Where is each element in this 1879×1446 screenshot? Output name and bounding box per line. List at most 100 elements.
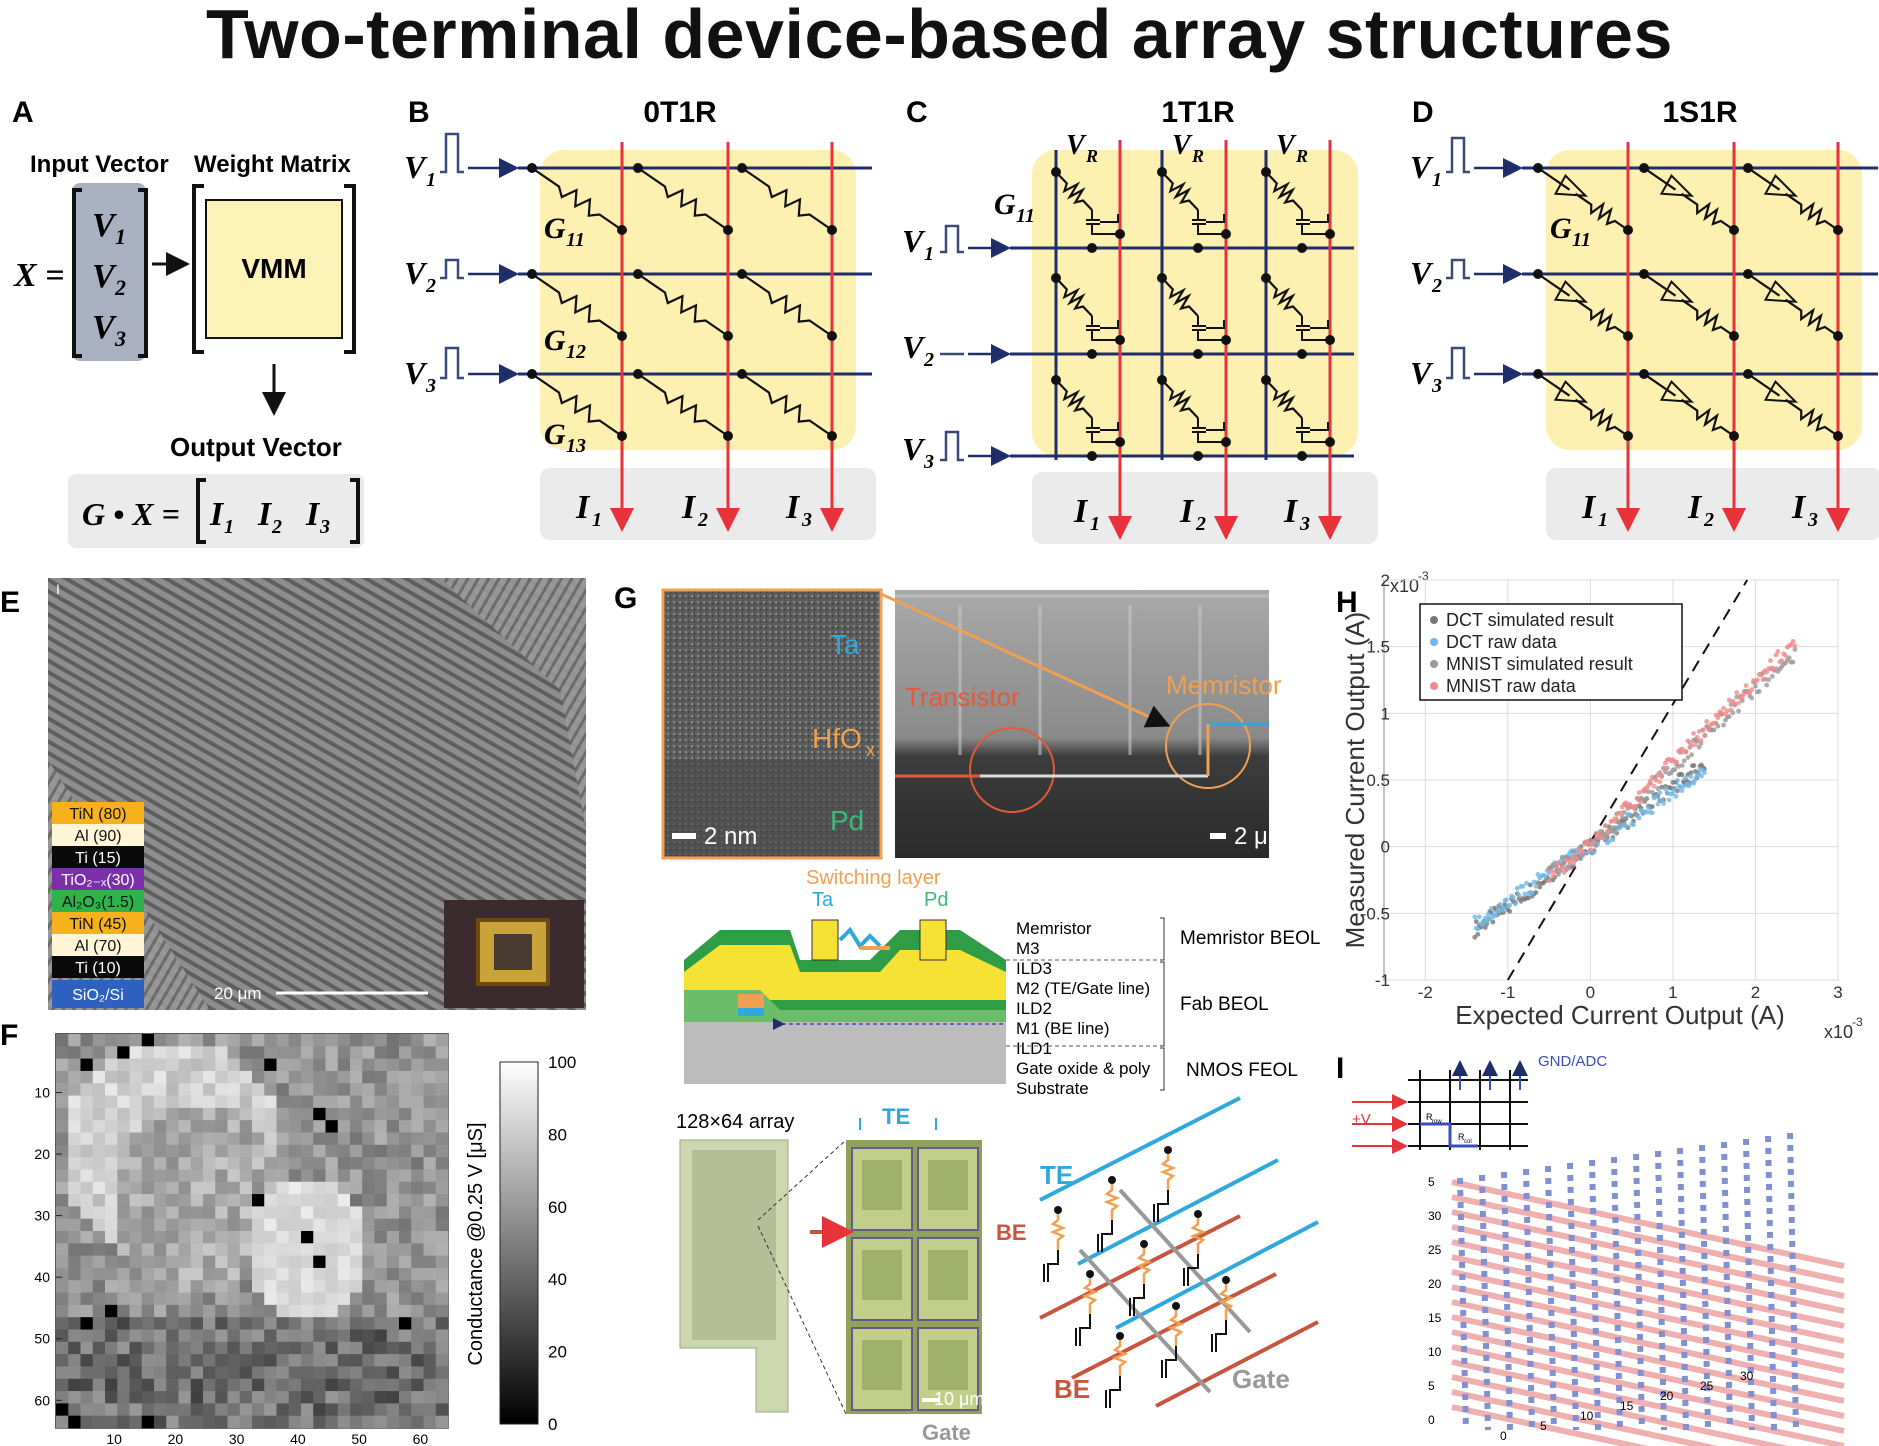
conductance-pixel [362, 1255, 375, 1269]
sem-memristor-label: Memristor [1166, 670, 1282, 700]
conductance-pixel [264, 1070, 277, 1084]
sem-structures [895, 594, 1269, 755]
conductance-pixel [435, 1120, 449, 1133]
conductance-pixel [92, 1378, 106, 1392]
conductance-pixel [166, 1243, 179, 1256]
conductance-pixel [178, 1292, 192, 1306]
conductance-pixel [374, 1243, 388, 1256]
conductance-pixel [215, 1391, 228, 1404]
conductance-pixel [301, 1169, 314, 1183]
stack-layer-label: TiN (80) [69, 806, 126, 823]
conductance-pixel [92, 1083, 106, 1096]
conductance-pixel [203, 1095, 216, 1109]
conductance-pixel [68, 1255, 81, 1269]
conductance-pixel [68, 1403, 81, 1416]
transistor-selector [1296, 210, 1329, 235]
conductance-pixel [374, 1366, 388, 1380]
conductance-pixel [399, 1304, 412, 1318]
conductance-pixel [215, 1046, 228, 1059]
conductance-pixel [411, 1354, 424, 1367]
h-data-point [1790, 638, 1796, 644]
memristor-element [1680, 398, 1735, 437]
conductance-pixel [154, 1292, 167, 1306]
conductance-pixel [117, 1058, 130, 1072]
conductance-pixel [141, 1354, 155, 1367]
conductance-pixel [411, 1391, 424, 1404]
conductance-pixel [239, 1034, 253, 1047]
switching-layer-label: Switching layer [806, 867, 941, 889]
conductance-pixel [386, 1354, 400, 1367]
conductance-pixel [203, 1107, 216, 1121]
conductance-pixel [227, 1058, 241, 1072]
conductance-pixel [374, 1329, 388, 1343]
conductance-pixel [399, 1058, 412, 1072]
node-dot [1222, 1276, 1230, 1284]
conductance-pixel [386, 1070, 400, 1084]
h-legend-marker [1430, 638, 1438, 646]
conductance-pixel [68, 1120, 81, 1133]
conductance-pixel [386, 1243, 400, 1256]
conductance-pixel [325, 1231, 339, 1244]
conductance-pixel [264, 1157, 277, 1170]
conductance-pixel [154, 1403, 167, 1416]
tem-bottom-layer [665, 760, 879, 856]
conductance-pixel [141, 1194, 155, 1207]
xs-layer-name: M1 (BE line) [1016, 1019, 1110, 1038]
conductance-pixel [350, 1058, 363, 1072]
conductance-pixel [374, 1169, 388, 1183]
conductance-pixel [313, 1317, 326, 1330]
conductance-pixel [276, 1243, 290, 1256]
node-dot [1108, 1176, 1116, 1184]
conductance-pixel [301, 1292, 314, 1306]
conductance-pixel [92, 1415, 106, 1429]
h-legend-label: MNIST simulated result [1446, 654, 1633, 674]
conductance-pixel [239, 1415, 253, 1429]
conductance-pixel [411, 1231, 424, 1244]
conductance-pixel [313, 1095, 326, 1109]
h-data-point [1516, 892, 1522, 898]
conductance-pixel [154, 1378, 167, 1392]
panel-label-b: B [408, 96, 430, 129]
h-data-point [1473, 919, 1479, 924]
conductance-pixel [288, 1169, 302, 1183]
column-current-label: I [1791, 489, 1807, 526]
conductance-pixel [313, 1341, 326, 1355]
memristor-element [1784, 192, 1839, 231]
conductance-pixel [301, 1329, 314, 1343]
conductance-pixel [374, 1120, 388, 1133]
conductance-pixel [154, 1329, 167, 1343]
h-data-point [1649, 810, 1655, 816]
conductance-pixel [154, 1366, 167, 1380]
conductance-pixel [399, 1157, 412, 1170]
brace-fab-beol [1160, 961, 1165, 1047]
conductance-pixel [190, 1058, 204, 1072]
memristor-element [1055, 379, 1093, 419]
xs-via-left [811, 919, 839, 961]
conductance-pixel [325, 1132, 339, 1146]
conductance-pixel [190, 1194, 204, 1207]
conductance-pixel [203, 1206, 216, 1219]
conductance-pixel [399, 1341, 412, 1355]
h-data-point [1672, 786, 1677, 792]
zoom-arrow [880, 592, 1171, 728]
conductance-pixel [166, 1194, 179, 1207]
node-dot [1193, 349, 1203, 359]
conductance-pixel [80, 1083, 94, 1096]
conductance-pixel [252, 1378, 265, 1392]
conductance-pixel [117, 1403, 130, 1416]
conductance-pixel [68, 1046, 81, 1059]
conductance-label-g12: G [544, 324, 566, 357]
plus-v-label: +V [1352, 1111, 1371, 1128]
te-line [1039, 1096, 1241, 1202]
array-background [540, 150, 856, 450]
conductance-pixel [362, 1304, 375, 1318]
conductance-pixel [56, 1095, 69, 1109]
conductance-pixel [325, 1415, 339, 1429]
conductance-pixel [92, 1046, 106, 1059]
conductance-pixel [411, 1046, 424, 1059]
conductance-pixel [80, 1218, 94, 1232]
x-tick-label: 30 [229, 1431, 245, 1446]
conductance-pixel [276, 1107, 290, 1121]
i-axis-tick: 5 [1540, 1419, 1547, 1433]
